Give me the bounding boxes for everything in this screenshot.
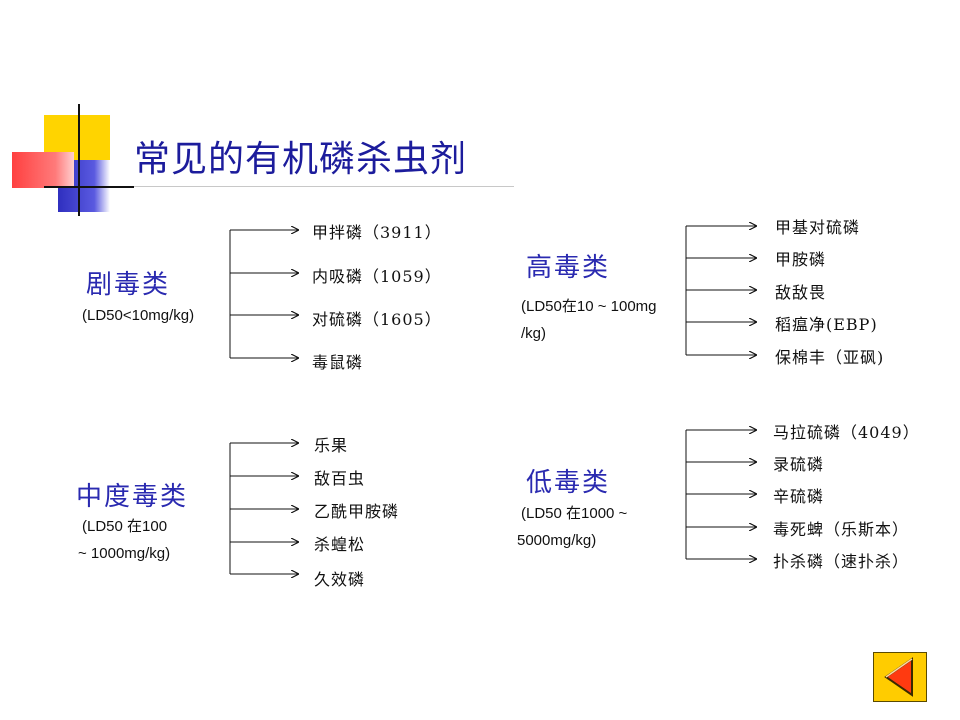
category-note: (LD50 在1000 ~ [521,505,628,522]
category-note: /kg) [521,325,547,342]
compound-item: 乙酰甲胺磷 [314,502,400,521]
compound-item: 辛硫磷 [773,487,825,506]
compound-item: 甲拌磷（3911） [312,223,442,242]
slide-title: 常见的有机磷杀虫剂 [134,139,468,180]
compound-item: 甲胺磷 [775,250,827,269]
category-label: 高毒类 [526,253,611,283]
compound-item: 马拉硫磷（4049） [773,423,920,442]
compound-item: 杀蝗松 [314,535,366,554]
compound-item: 对硫磷（1605） [312,310,442,329]
decorative-vertical-line [78,104,80,216]
category-note: (LD50在10 ~ 100mg [521,298,657,315]
back-button[interactable] [873,652,927,702]
category-note: (LD50<10mg/kg) [82,307,195,324]
compound-item: 敌百虫 [314,469,366,488]
compound-item: 毒死蜱（乐斯本） [773,520,910,539]
category-label: 中度毒类 [76,482,189,512]
category-note: 5000mg/kg) [517,532,597,549]
compound-item: 扑杀磷（速扑杀） [773,552,910,571]
compound-item: 甲基对硫磷 [775,218,861,237]
category-label: 低毒类 [526,468,611,498]
compound-item: 乐果 [314,436,349,455]
category-note: ~ 1000mg/kg) [78,545,171,562]
compound-item: 毒鼠磷 [312,353,364,372]
decorative-red-block [12,152,74,188]
compound-item: 稻瘟净(EBP) [775,315,878,334]
title-underline-accent [44,186,134,188]
compound-item: 久效磷 [314,570,366,589]
compound-item: 内吸磷（1059） [312,267,442,286]
category-label: 剧毒类 [86,270,171,300]
triangle-left-icon [884,657,913,697]
category-note: (LD50 在100 [82,518,168,535]
title-underline [44,186,514,187]
compound-item: 敌敌畏 [775,283,827,302]
compound-item: 录硫磷 [773,455,825,474]
compound-item: 保棉丰（亚砜) [775,348,885,367]
